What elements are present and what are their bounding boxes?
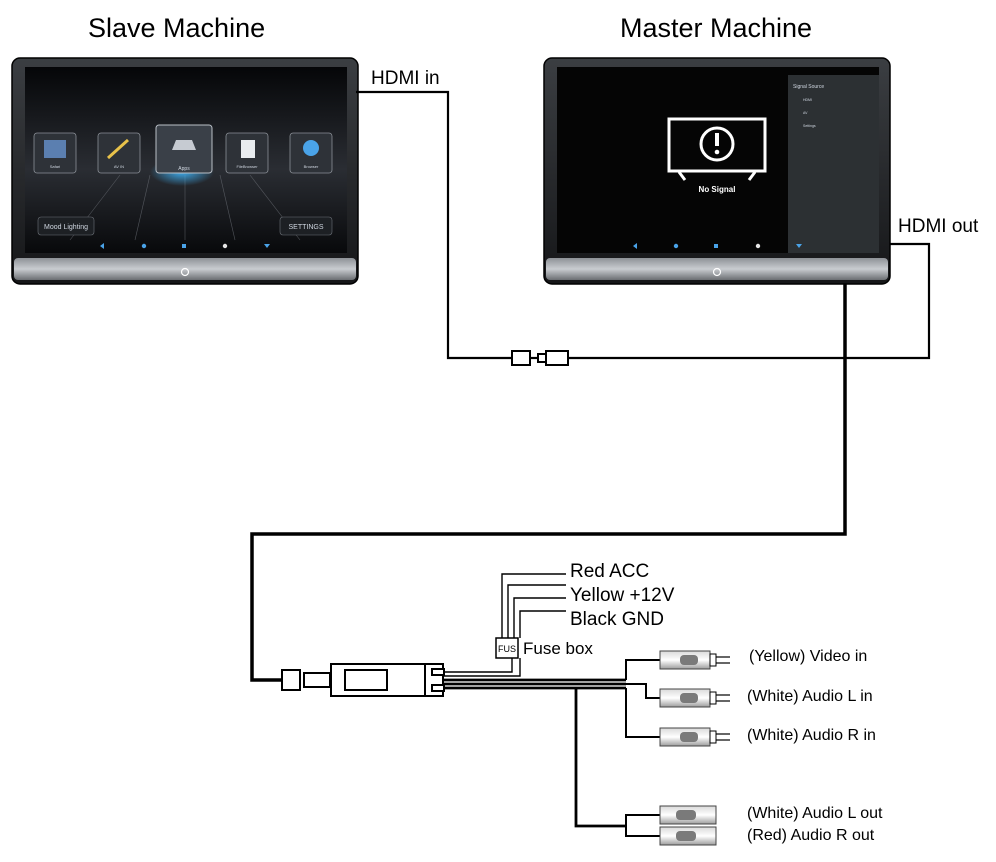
slave-machine-title: Slave Machine [88, 13, 266, 43]
rca-plug-video-in [659, 650, 730, 670]
signal-source-item: Settings [803, 124, 816, 128]
yellow-12v-label: Yellow +12V [570, 585, 675, 606]
slave-app-label: FileBrowser [236, 164, 258, 169]
audio-r-in-label: (White) Audio R in [747, 727, 876, 744]
rca-plug-audio-r-in [659, 727, 730, 747]
master-nav-bar [633, 243, 802, 249]
signal-source-item: HDMI [803, 98, 812, 102]
audio-r-out-label: (Red) Audio R out [747, 827, 875, 844]
master-machine-title: Master Machine [620, 13, 813, 43]
hdmi-connector [511, 350, 569, 366]
signal-source-title: Signal Source [793, 84, 824, 90]
hdmi-out-label: HDMI out [898, 216, 979, 237]
audio-l-in-label: (White) Audio L in [747, 688, 873, 705]
harness-connector [281, 663, 445, 697]
rca-jack-audio-r-out [659, 826, 717, 846]
hdmi-cable [356, 90, 931, 360]
fuse-short-label: FUS [498, 644, 516, 654]
slave-app-label: AV IN [114, 164, 124, 169]
fuse-box [495, 637, 519, 659]
no-signal-tv-icon [667, 117, 767, 181]
master-monitor: Signal Source HDMI AV Settings No Signal [543, 57, 891, 285]
audio-l-out-label: (White) Audio L out [747, 805, 883, 822]
av-wires [443, 678, 626, 828]
power-wires [443, 573, 566, 677]
slave-app-label: Browser [304, 164, 319, 169]
signal-source-item: AV [803, 111, 808, 115]
hdmi-in-label: HDMI in [371, 68, 440, 89]
slave-app-label: Apps [178, 166, 190, 172]
red-acc-label: Red ACC [570, 561, 650, 582]
slave-monitor: Safari AV IN Apps FileBrowser Browser Mo… [11, 57, 359, 285]
harness-cable [250, 284, 847, 682]
rca-jack-audio-l-out [659, 805, 717, 825]
fuse-box-label: Fuse box [523, 639, 593, 658]
rca-branch-wires [625, 659, 660, 837]
no-signal-text: No Signal [699, 185, 736, 194]
slave-app-label: Safari [50, 164, 61, 169]
settings-label: SETTINGS [288, 224, 323, 231]
slave-app-icons [33, 124, 333, 174]
mood-lighting-label: Mood Lighting [44, 224, 88, 231]
rca-plug-audio-l-in [659, 688, 730, 708]
black-gnd-label: Black GND [570, 609, 664, 630]
slave-nav-bar [100, 243, 270, 249]
video-in-label: (Yellow) Video in [749, 648, 868, 665]
